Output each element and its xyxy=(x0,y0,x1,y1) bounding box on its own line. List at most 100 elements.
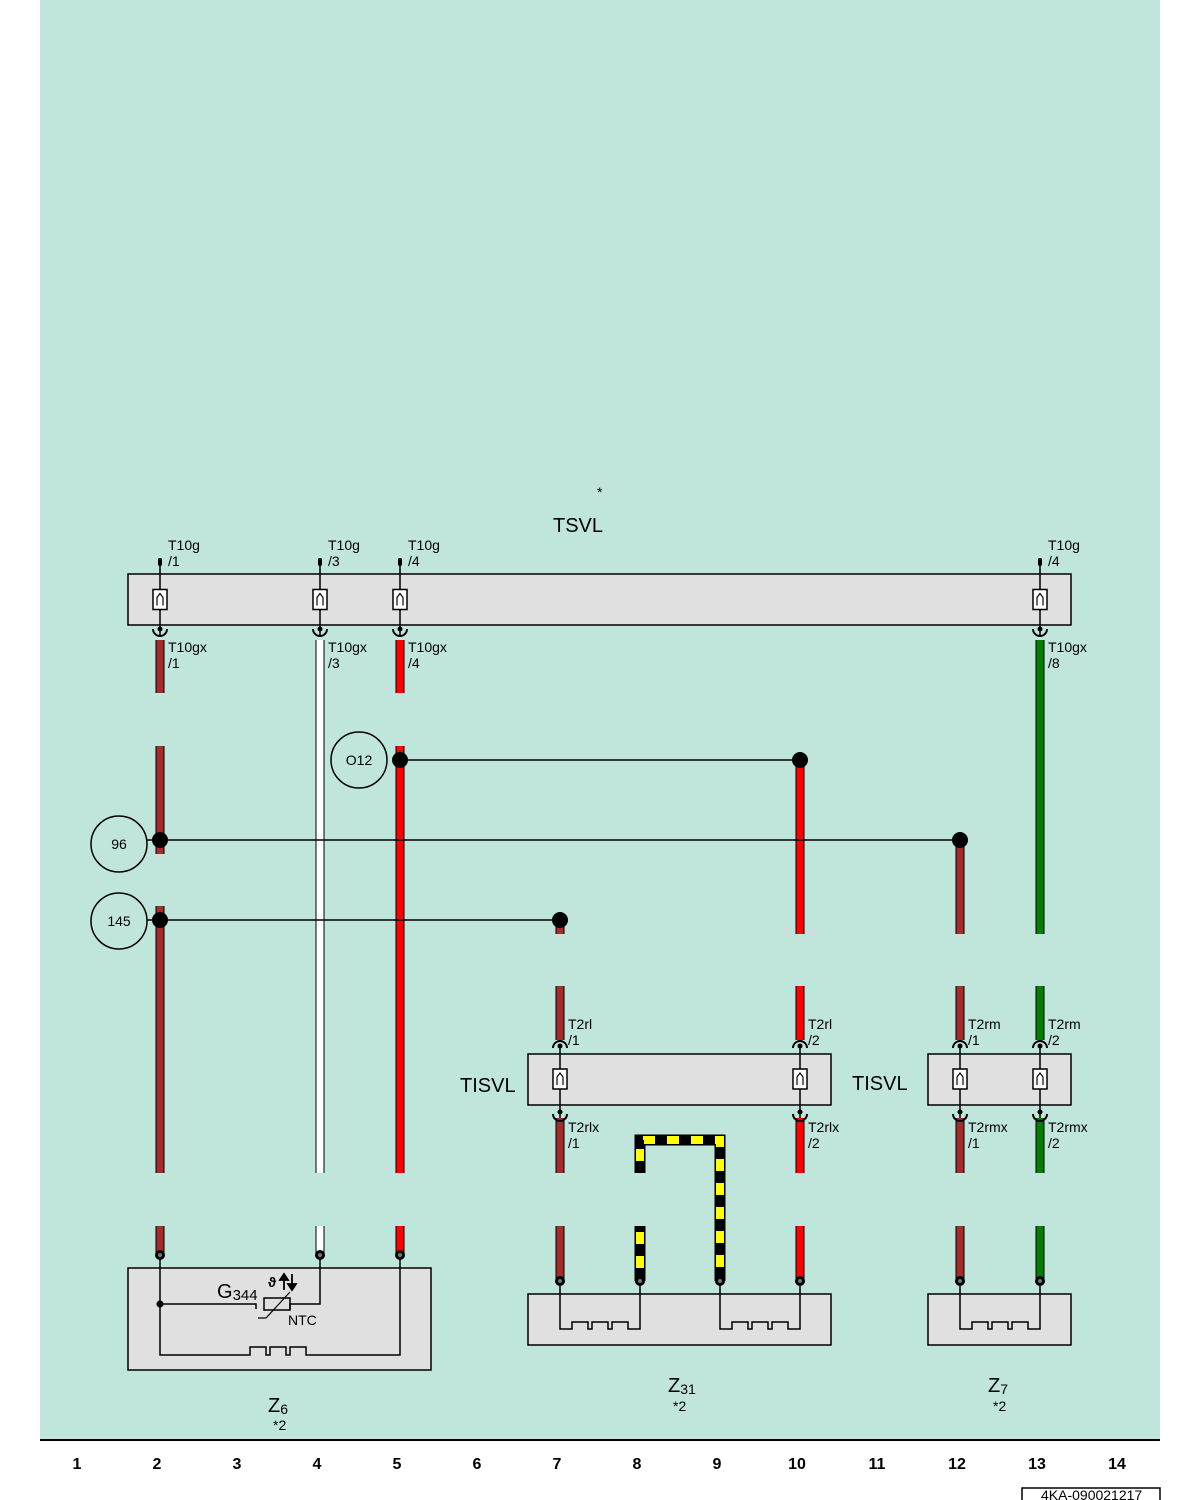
pin-label-lower: T10gx /4 xyxy=(408,639,447,671)
svg-text:/2: /2 xyxy=(808,1135,820,1151)
pin-label-upper: T2rl /2 xyxy=(808,1016,832,1048)
grid-column-number: 12 xyxy=(948,1456,966,1473)
connector-body xyxy=(127,573,1072,626)
pin-label-lower: T10gx /8 xyxy=(1048,639,1087,671)
connector-tsvl-top: * TSVL T10g /1 T10g /3 T10g /4 T10g /4 T… xyxy=(127,484,1087,671)
pin-label-lower: T2rmx /1 xyxy=(968,1119,1008,1151)
connector-note: * xyxy=(597,484,603,500)
connector-pin xyxy=(952,1040,968,1122)
svg-text:/1: /1 xyxy=(968,1032,980,1048)
heater-element xyxy=(559,1281,801,1330)
component-label: Z6 xyxy=(268,1395,288,1417)
svg-text:/3: /3 xyxy=(328,655,340,671)
pin-symbols xyxy=(152,558,1048,1122)
svg-text:T10gx: T10gx xyxy=(328,639,367,655)
terminal xyxy=(315,1250,325,1260)
svg-text:/4: /4 xyxy=(408,553,420,569)
pin-label-upper: T10g /4 xyxy=(408,537,440,569)
component-z31: Z31 *2 xyxy=(527,1281,832,1414)
pin-label-upper: T10g /3 xyxy=(328,537,360,569)
splice-junction xyxy=(952,832,968,848)
svg-text:T2rmx: T2rmx xyxy=(968,1119,1008,1135)
grid-column-number: 1 xyxy=(73,1456,82,1473)
grid-column-number: 11 xyxy=(869,1456,886,1473)
diagram-background xyxy=(40,0,1160,1440)
pin-label-lower: T10gx /1 xyxy=(168,639,207,671)
wires xyxy=(147,640,1045,1281)
sensor-type-label: NTC xyxy=(288,1312,317,1328)
temperature-symbol: ϑ xyxy=(268,1274,277,1290)
reference-96: 96 xyxy=(90,815,148,873)
grid-column-number: 14 xyxy=(1108,1456,1126,1473)
terminal xyxy=(395,1250,405,1260)
heater-element xyxy=(959,1281,1041,1330)
pin-label-lower: T10gx /3 xyxy=(328,639,367,671)
grid-column-number: 3 xyxy=(233,1456,242,1473)
svg-text:T2rl: T2rl xyxy=(568,1016,592,1032)
component-body xyxy=(527,1293,832,1346)
grid-column-number: 8 xyxy=(633,1456,642,1473)
terminal xyxy=(635,1276,645,1286)
grid-column-number: 10 xyxy=(788,1456,806,1473)
reference-label: O12 xyxy=(346,752,373,768)
splice-junction xyxy=(152,832,168,848)
svg-text:T2rm: T2rm xyxy=(1048,1016,1081,1032)
svg-text:/1: /1 xyxy=(568,1135,580,1151)
terminal xyxy=(715,1276,725,1286)
connector-pin xyxy=(1032,1040,1048,1122)
reference-circle xyxy=(90,892,148,950)
svg-text:T10gx: T10gx xyxy=(1048,639,1087,655)
connector-tisvl-right: TISVL T2rm /1 T2rm /2 T2rmx /1 T2rmx /2 xyxy=(852,1016,1088,1151)
reference-o12: O12 xyxy=(330,731,388,789)
svg-text:/1: /1 xyxy=(968,1135,980,1151)
svg-text:T2rlx: T2rlx xyxy=(568,1119,599,1135)
component-note: *2 xyxy=(993,1398,1006,1414)
connector-label: TSVL xyxy=(553,515,603,537)
connector-label: TISVL xyxy=(460,1075,516,1097)
splice-junction xyxy=(152,912,168,928)
up-down-arrows-icon xyxy=(278,1272,298,1292)
reference-label: 96 xyxy=(111,836,127,852)
svg-text:/2: /2 xyxy=(1048,1135,1060,1151)
svg-text:/1: /1 xyxy=(168,655,180,671)
connector-pin xyxy=(1032,558,1048,637)
document-id: 4KA-090021217 xyxy=(1041,1487,1142,1500)
component-z6: ϑ G344 NTC Z6 *2 xyxy=(127,1255,432,1433)
component-z7: Z7 *2 xyxy=(927,1281,1072,1414)
pin-label-upper: T2rm /2 xyxy=(1048,1016,1081,1048)
splice-junction xyxy=(392,752,408,768)
sensor-label: G344 xyxy=(217,1281,258,1304)
splice-lines xyxy=(147,759,960,921)
terminal xyxy=(795,1276,805,1286)
grid-column-number: 6 xyxy=(473,1456,482,1473)
connector-pin xyxy=(552,1040,568,1122)
component-label: Z7 xyxy=(988,1375,1008,1397)
svg-text:/4: /4 xyxy=(1048,553,1060,569)
svg-text:T10g: T10g xyxy=(408,537,440,553)
terminal xyxy=(155,1250,165,1260)
splice-junction xyxy=(792,752,808,768)
reference-label: 145 xyxy=(107,913,131,929)
pin-label-upper: T2rm /1 xyxy=(968,1016,1001,1048)
grid-column-number: 7 xyxy=(553,1456,562,1473)
svg-text:T10g: T10g xyxy=(168,537,200,553)
document-id-box: 4KA-090021217 xyxy=(1021,1487,1161,1500)
grid-column-number: 2 xyxy=(153,1456,162,1473)
component-body xyxy=(927,1293,1072,1346)
svg-text:/1: /1 xyxy=(168,553,180,569)
reference-circle xyxy=(330,731,388,789)
terminals xyxy=(152,752,1045,1286)
svg-text:T10g: T10g xyxy=(328,537,360,553)
grid-column-number: 5 xyxy=(393,1456,402,1473)
component-note: *2 xyxy=(673,1398,686,1414)
pin-label-lower: T2rmx /2 xyxy=(1048,1119,1088,1151)
ntc-thermistor-symbol: ϑ xyxy=(258,1272,298,1319)
connector-pin xyxy=(792,1040,808,1122)
grid-column-number: 13 xyxy=(1028,1456,1046,1473)
component-body xyxy=(127,1267,432,1371)
connector-tisvl-left: TISVL T2rl /1 T2rl /2 T2rlx /1 T2rlx /2 xyxy=(460,1016,839,1151)
splice-junction xyxy=(552,912,568,928)
svg-text:T2rm: T2rm xyxy=(968,1016,1001,1032)
